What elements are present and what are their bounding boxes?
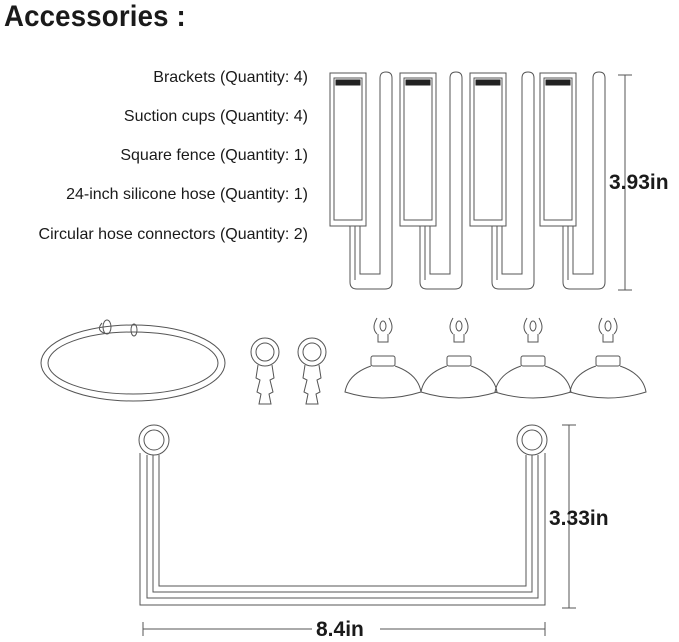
page-title: Accessories : xyxy=(4,0,186,33)
suction-cup-1 xyxy=(344,317,422,399)
bracket-2 xyxy=(399,71,463,290)
item-square-fence: Square fence (Quantity: 1) xyxy=(120,147,308,164)
item-hose-connectors: Circular hose connectors (Quantity: 2) xyxy=(38,226,308,243)
item-suction-cups: Suction cups (Quantity: 4) xyxy=(123,108,308,125)
suction-cup-4 xyxy=(569,317,647,399)
suction-cup-2 xyxy=(420,317,498,399)
square-fence xyxy=(138,424,548,606)
hose-connector-2 xyxy=(297,337,327,405)
item-silicone-hose: 24-inch silicone hose (Quantity: 1) xyxy=(66,186,308,203)
bracket-height-dimension xyxy=(618,74,632,291)
bracket-3 xyxy=(469,71,535,290)
item-brackets: Brackets (Quantity: 4) xyxy=(153,69,308,86)
fence-width-label: 8.4in xyxy=(316,618,364,641)
fence-height-label: 3.33in xyxy=(549,507,609,530)
bracket-height-label: 3.93in xyxy=(609,171,669,194)
silicone-hose xyxy=(40,319,226,402)
fence-height-dimension xyxy=(562,424,576,609)
fence-width-dimension xyxy=(142,622,546,636)
suction-cup-3 xyxy=(494,317,572,399)
hose-connector-1 xyxy=(250,337,280,405)
bracket-1 xyxy=(329,71,393,290)
bracket-4 xyxy=(539,71,606,290)
